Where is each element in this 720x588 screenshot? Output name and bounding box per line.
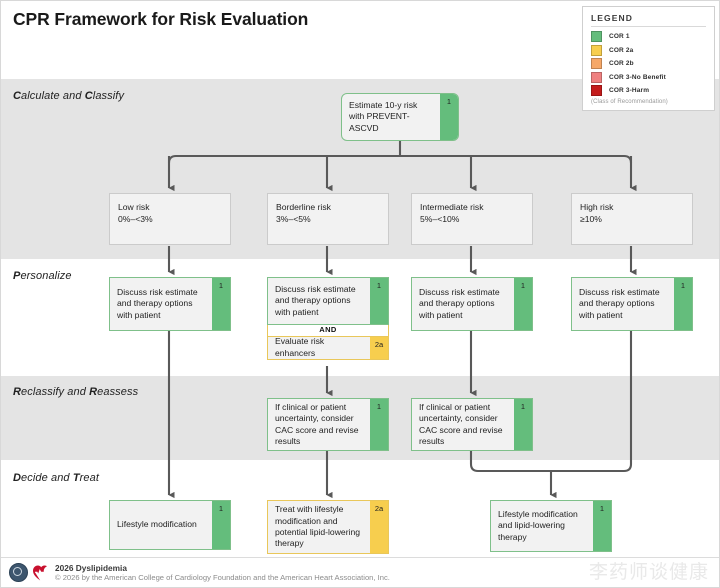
node-discuss-high-text: Discuss risk estimate and therapy option… bbox=[579, 286, 660, 320]
node-risk-borderline[interactable]: Borderline risk 3%–<5% bbox=[267, 193, 389, 245]
node-treat-combined[interactable]: Lifestyle modification and lipid-lowerin… bbox=[490, 500, 612, 552]
node-risk-high[interactable]: High risk ≥10% bbox=[571, 193, 693, 245]
node-discuss-low-text: Discuss risk estimate and therapy option… bbox=[117, 286, 198, 320]
legend-swatch-cor2a bbox=[591, 44, 602, 56]
node-discuss-borderline-text: Discuss risk estimate and therapy option… bbox=[275, 283, 356, 317]
node-cac-borderline-text: If clinical or patient uncertainty, cons… bbox=[275, 401, 359, 446]
node-risk-low-range: 0%–<3% bbox=[118, 214, 153, 225]
node-cac-intermediate-text: If clinical or patient uncertainty, cons… bbox=[419, 401, 503, 446]
node-risk-enhancers[interactable]: Evaluate risk enhancers 2a bbox=[267, 335, 389, 360]
node-discuss-borderline-cor: 1 bbox=[370, 278, 388, 324]
acc-logo-icon bbox=[9, 563, 28, 582]
node-start-cor: 1 bbox=[440, 94, 458, 140]
aha-heart-icon bbox=[33, 565, 47, 581]
node-discuss-borderline-stack: Discuss risk estimate and therapy option… bbox=[267, 277, 389, 360]
band-label-personalize-m: ersonalize bbox=[20, 270, 72, 282]
band-label-calculate-b1: C bbox=[13, 90, 22, 102]
node-discuss-high-cor: 1 bbox=[674, 278, 692, 330]
node-treat-lifestyle-text: Lifestyle modification bbox=[117, 519, 197, 530]
node-risk-borderline-range: 3%–<5% bbox=[276, 214, 311, 225]
and-connector-label: AND bbox=[267, 325, 389, 336]
legend-swatch-cor3harm bbox=[591, 85, 602, 96]
node-treat-lifestyle-cor: 1 bbox=[212, 501, 230, 549]
band-label-reclassify-b1: R bbox=[13, 386, 22, 398]
node-treat-combined-text: Lifestyle modification and lipid-lowerin… bbox=[498, 508, 578, 542]
legend-label-cor2b: COR 2b bbox=[609, 60, 634, 67]
band-label-calculate-m: alculate and bbox=[21, 90, 85, 102]
footer-text: 2026 Dyslipidemia © 2026 by the American… bbox=[55, 563, 390, 583]
node-discuss-low-cor: 1 bbox=[212, 278, 230, 330]
band-label-calculate-b2: C bbox=[84, 90, 93, 102]
legend-label-cor3nb: COR 3-No Benefit bbox=[609, 73, 666, 81]
node-discuss-high[interactable]: Discuss risk estimate and therapy option… bbox=[571, 277, 693, 331]
band-label-personalize-b1: P bbox=[13, 270, 21, 282]
node-discuss-intermediate[interactable]: Discuss risk estimate and therapy option… bbox=[411, 277, 533, 331]
node-discuss-intermediate-text: Discuss risk estimate and therapy option… bbox=[419, 286, 500, 320]
node-cac-borderline-cor: 1 bbox=[370, 399, 388, 450]
node-risk-borderline-name: Borderline risk bbox=[276, 202, 331, 212]
node-treat-combined-cor: 1 bbox=[593, 501, 611, 551]
legend-label-cor3harm: COR 3-Harm bbox=[609, 87, 650, 94]
node-discuss-borderline[interactable]: Discuss risk estimate and therapy option… bbox=[267, 277, 389, 325]
legend-item-cor3nb: COR 3-No Benefit bbox=[591, 71, 706, 83]
node-discuss-low[interactable]: Discuss risk estimate and therapy option… bbox=[109, 277, 231, 331]
node-cac-intermediate-cor: 1 bbox=[514, 399, 532, 450]
legend-item-cor2a: COR 2a bbox=[591, 44, 706, 56]
band-label-calculate-p: lassify bbox=[92, 90, 125, 102]
node-risk-low[interactable]: Low risk 0%–<3% bbox=[109, 193, 231, 245]
band-label-decide-b1: D bbox=[13, 472, 22, 484]
legend-note: (Class of Recommendation) bbox=[591, 99, 668, 105]
legend-label-cor1: COR 1 bbox=[609, 33, 630, 40]
node-start-text: Estimate 10-y risk with PREVENT-ASCVD bbox=[349, 99, 418, 133]
band-label-decide: Decide and Treat bbox=[13, 472, 99, 484]
legend-swatch-cor1 bbox=[591, 31, 602, 42]
band-label-reclassify-b2: R bbox=[89, 386, 98, 398]
node-risk-intermediate-range: 5%–<10% bbox=[420, 214, 460, 225]
node-risk-enhancers-cor: 2a bbox=[370, 336, 388, 359]
band-label-decide-b2: T bbox=[72, 472, 80, 484]
legend-swatch-cor3nb bbox=[591, 71, 602, 83]
node-risk-low-name: Low risk bbox=[118, 202, 150, 212]
node-risk-intermediate[interactable]: Intermediate risk 5%–<10% bbox=[411, 193, 533, 245]
node-treat-borderline-text: Treat with lifestyle modification and po… bbox=[275, 504, 361, 549]
footer-title: 2026 Dyslipidemia bbox=[55, 562, 127, 573]
node-treat-borderline-cor: 2a bbox=[370, 501, 388, 553]
legend-label-cor2a: COR 2a bbox=[609, 46, 634, 54]
node-discuss-intermediate-cor: 1 bbox=[514, 278, 532, 330]
watermark-text: 李药师谈健康 bbox=[588, 561, 709, 583]
footer-copyright: © 2026 by the American College of Cardio… bbox=[55, 572, 390, 582]
band-label-calculate: Calculate and Classify bbox=[13, 90, 124, 102]
legend-title: LEGEND bbox=[591, 13, 706, 27]
legend-item-cor3harm: COR 3-Harm bbox=[591, 85, 706, 96]
legend-swatch-cor2b bbox=[591, 58, 602, 69]
band-label-personalize: Personalize bbox=[13, 270, 72, 282]
node-risk-high-name: High risk bbox=[580, 202, 614, 212]
page-title: CPR Framework for Risk Evaluation bbox=[13, 9, 309, 29]
band-label-reclassify-p: eassess bbox=[97, 386, 139, 398]
node-start[interactable]: Estimate 10-y risk with PREVENT-ASCVD 1 bbox=[341, 93, 459, 141]
band-label-decide-p: reat bbox=[79, 472, 99, 484]
band-label-decide-m: ecide and bbox=[21, 472, 73, 484]
legend-item-cor1: COR 1 bbox=[591, 31, 706, 42]
node-cac-borderline[interactable]: If clinical or patient uncertainty, cons… bbox=[267, 398, 389, 451]
node-cac-intermediate[interactable]: If clinical or patient uncertainty, cons… bbox=[411, 398, 533, 451]
node-treat-borderline[interactable]: Treat with lifestyle modification and po… bbox=[267, 500, 389, 554]
legend-panel: LEGEND COR 1 COR 2a COR 2b COR 3-No Bene… bbox=[582, 6, 715, 111]
node-risk-enhancers-text: Evaluate risk enhancers bbox=[275, 336, 325, 358]
node-risk-intermediate-name: Intermediate risk bbox=[420, 202, 484, 212]
footer-bar: 2026 Dyslipidemia © 2026 by the American… bbox=[1, 557, 719, 587]
band-label-reclassify-m: eclassify and bbox=[21, 386, 90, 398]
legend-item-cor2b: COR 2b bbox=[591, 58, 706, 69]
node-risk-high-range: ≥10% bbox=[580, 214, 602, 225]
band-label-reclassify: Reclassify and Reassess bbox=[13, 386, 138, 398]
node-treat-lifestyle[interactable]: Lifestyle modification 1 bbox=[109, 500, 231, 550]
